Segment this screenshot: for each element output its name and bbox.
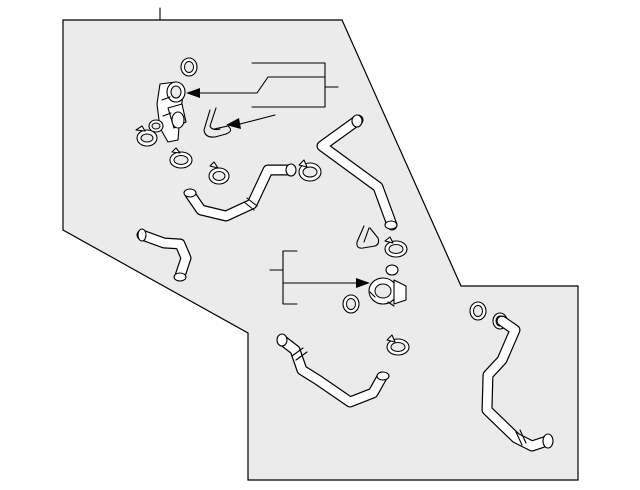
upper-clip bbox=[203, 107, 232, 138]
hose-left-z bbox=[136, 228, 192, 282]
upper-clamp-right bbox=[208, 161, 230, 185]
long-pipe-upper bbox=[316, 114, 398, 231]
clamp-lower bbox=[386, 334, 410, 356]
pump-assembly bbox=[368, 264, 407, 307]
o-ring-mid bbox=[342, 294, 360, 314]
upper-clamp-small bbox=[148, 119, 164, 133]
clamp-mid-right bbox=[384, 236, 408, 258]
hose-right-long bbox=[481, 315, 554, 452]
diagram-panel bbox=[62, 19, 579, 481]
upper-clamp-left bbox=[135, 125, 158, 147]
lower-callout-bracket bbox=[269, 250, 370, 305]
upper-clamp-pair bbox=[298, 159, 322, 182]
upper-callout-bracket bbox=[186, 62, 339, 108]
clip-mid bbox=[356, 225, 380, 249]
hose-s-bend bbox=[183, 163, 297, 222]
hose-lower-mid bbox=[276, 333, 390, 408]
upper-clamp-mid bbox=[169, 147, 193, 169]
clip-callout-arrow bbox=[226, 114, 276, 129]
upper-o-ring bbox=[180, 57, 198, 77]
upper-connector bbox=[156, 81, 187, 143]
